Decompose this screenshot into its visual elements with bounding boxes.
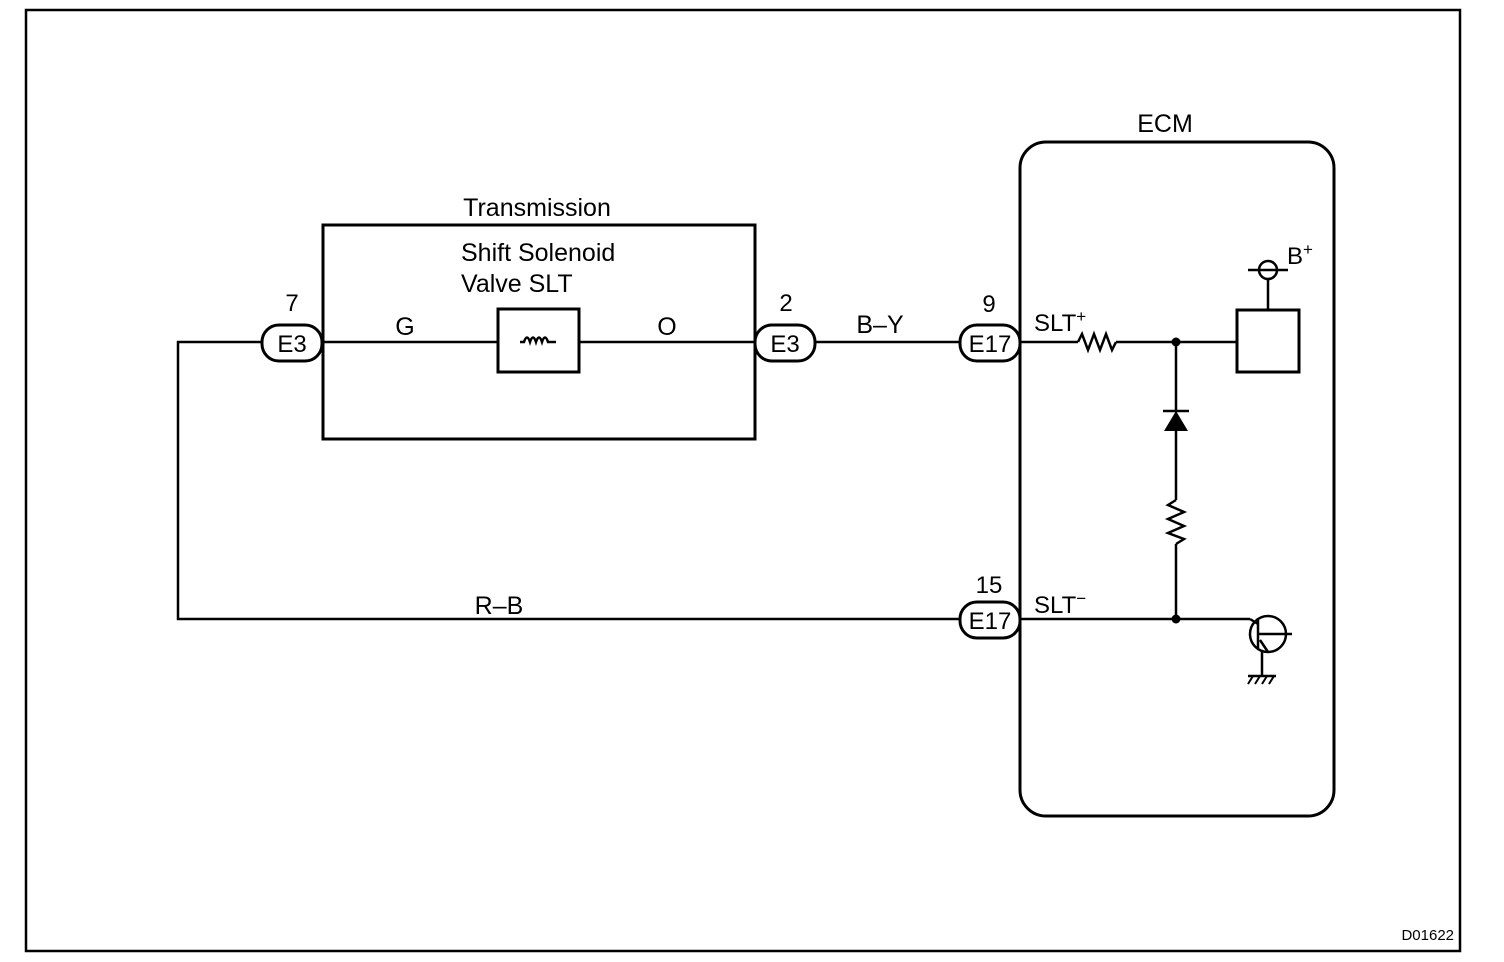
slt-minus-label: SLT−: [1034, 589, 1086, 619]
slt-minus-sup: −: [1076, 589, 1086, 608]
wire-o-label: O: [657, 313, 676, 341]
transmission-box: [321, 223, 757, 441]
ground-hatch-1: [1247, 675, 1254, 685]
slt-minus-text: SLT: [1034, 592, 1077, 619]
diode-icon: [1164, 411, 1188, 431]
resistor-icon-slt-plus: [1076, 330, 1118, 354]
resistor-icon-branch: [1164, 498, 1188, 546]
solenoid-coil-icon: [520, 336, 556, 346]
transmission-title: Transmission: [463, 194, 611, 222]
slt-plus-text: SLT: [1034, 310, 1077, 337]
ground-hatch-4: [1268, 675, 1275, 685]
transistor-collector: [1249, 617, 1259, 626]
wire-b-y-label: B–Y: [856, 311, 904, 339]
connector-e3-pin7-name: E3: [277, 331, 306, 358]
connector-e17-pin15-number: 15: [976, 572, 1003, 599]
connector-e3-pin7-number: 7: [285, 290, 298, 317]
connector-e17-pin9-name: E17: [969, 331, 1012, 358]
transistor-emitter: [1258, 639, 1270, 653]
connector-e17-pin9-number: 9: [982, 291, 995, 318]
wire-g-label: G: [395, 313, 414, 341]
power-label-sup: +: [1303, 240, 1313, 259]
wire-r-b: [176, 340, 960, 621]
slt-plus-label: SLT+: [1034, 307, 1086, 337]
ecm-title: ECM: [1137, 110, 1193, 138]
driver-block: [1235, 308, 1301, 374]
ground-hatch-2: [1254, 675, 1261, 685]
connector-e17-pin15-name: E17: [969, 608, 1012, 635]
diagram-frame: [24, 8, 1462, 953]
power-label-text: B: [1287, 243, 1303, 270]
solenoid-coil-box: [496, 307, 581, 374]
ecm-box: [1018, 140, 1336, 818]
slt-plus-sup: +: [1076, 307, 1086, 326]
power-label: B+: [1287, 240, 1313, 270]
ground-hatch-3: [1261, 675, 1268, 685]
connector-e3-pin2-name: E3: [770, 331, 799, 358]
solenoid-label-line1: Shift Solenoid: [461, 239, 615, 267]
connector-e3-pin2-number: 2: [779, 290, 792, 317]
solenoid-label-line2: Valve SLT: [461, 270, 573, 298]
figure-id: D01622: [1401, 927, 1454, 944]
wire-r-b-label: R–B: [475, 592, 524, 620]
